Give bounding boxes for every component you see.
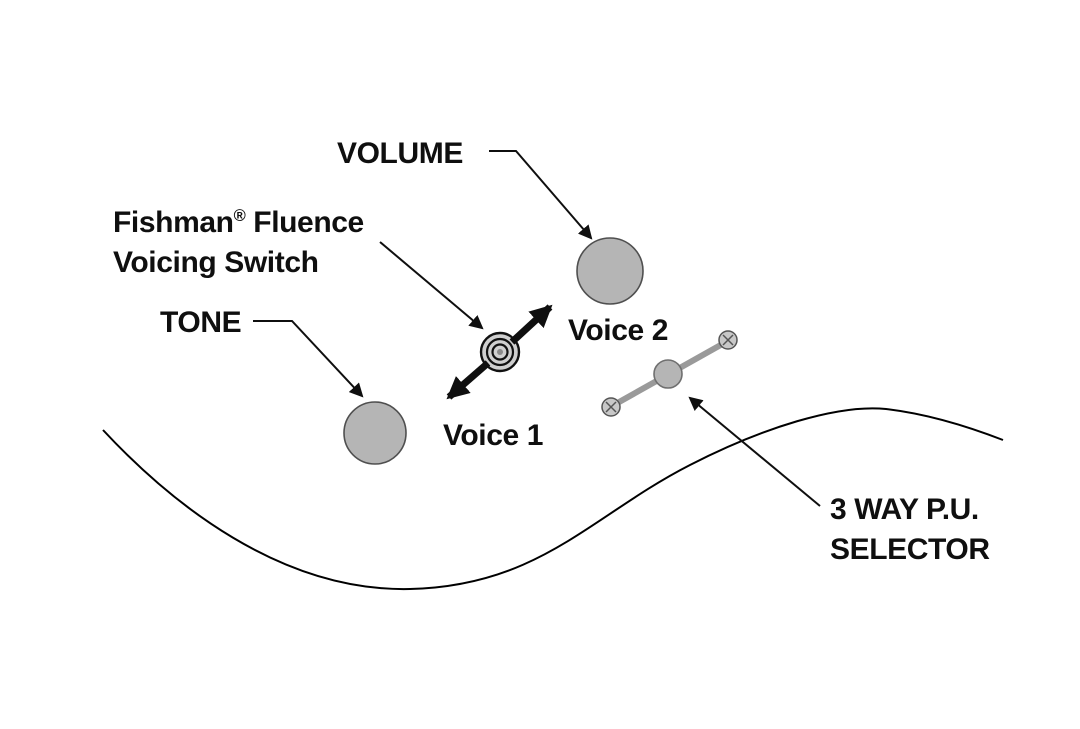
voice2-arrow <box>509 304 553 345</box>
selector-knob <box>653 359 683 389</box>
fluence-text: Fluence <box>245 206 364 239</box>
voicing-switch-leader-arrow <box>379 241 484 330</box>
volume-knob <box>576 237 644 305</box>
volume-leader-arrow <box>489 150 593 240</box>
tone-knob <box>343 401 407 465</box>
pickup-selector-label-line2: SELECTOR <box>830 533 990 566</box>
voicing-switch-label-line1: Fishman® Fluence <box>113 196 364 243</box>
volume-label: VOLUME <box>337 137 463 170</box>
voicing-switch-label-line2: Voicing Switch <box>113 246 319 279</box>
voice2-label: Voice 2 <box>568 314 669 347</box>
pickup-selector-label-line1: 3 WAY P.U. <box>830 493 979 526</box>
fishman-brand-text: Fishman <box>113 206 234 239</box>
tone-leader-arrow <box>253 320 364 398</box>
voice1-label: Voice 1 <box>443 419 544 452</box>
selector-screw-left <box>601 397 621 417</box>
pickup-selector-label: 3 WAY P.U. SELECTOR <box>830 490 990 570</box>
voicing-switch-knob <box>479 331 521 373</box>
voice1-arrow <box>446 360 491 400</box>
pickup-selector <box>601 330 738 417</box>
tone-label: TONE <box>160 306 242 339</box>
selector-leader-arrow <box>688 396 821 507</box>
guitar-body-outline <box>102 407 1004 591</box>
voicing-switch-label: Fishman® Fluence Voicing Switch <box>113 196 364 283</box>
selector-screw-right <box>718 330 738 350</box>
registered-trademark-symbol: ® <box>233 207 246 225</box>
